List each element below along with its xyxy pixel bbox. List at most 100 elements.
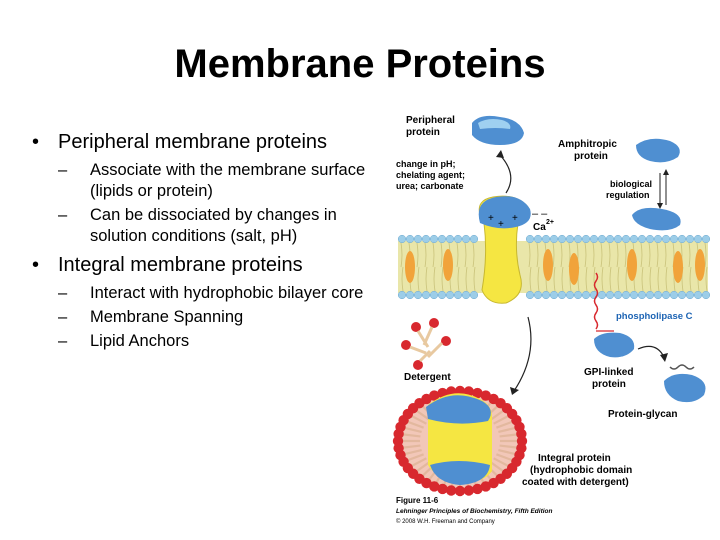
gpi-protein [594,332,635,358]
regulation-label-1: biological [610,179,652,189]
gpi-label-2: protein [592,379,626,390]
detergent-arrow [513,316,532,392]
lipid-head [597,290,607,300]
micelle-protein-top [426,395,491,424]
lipid-head [573,234,583,244]
charge-plus-2: + [498,219,504,230]
protein-glycan [664,373,706,403]
lipid-head [557,290,567,300]
lipid-head [701,290,711,300]
dissociation-arrow [499,154,512,194]
detergent-molecules [401,318,451,370]
lipid-head [605,234,615,244]
spanning-protein-top [478,196,531,229]
regulation-arrowhead-down [657,203,663,209]
membrane-sterol [569,253,579,285]
lipid-head [461,234,471,244]
detergent-head [472,483,483,495]
glycan-chain [669,364,695,370]
glycan-label: Protein-glycan [608,409,677,420]
regulation-label-2: regulation [606,190,650,200]
lipid-head [533,234,543,244]
lipid-head [397,290,407,300]
lipid-head [637,234,647,244]
lipid-head [533,290,543,300]
membrane-sterol [695,249,705,281]
lipid-head [613,290,623,300]
detergent-head [437,483,448,495]
regulation-arrows [659,173,667,205]
lipid-bilayer [397,234,711,300]
amphitropic-label-1: Amphitropic [558,139,617,150]
lipid-head [629,290,639,300]
lipid-head [661,234,671,244]
charge-plus-1: + [488,213,494,224]
lipid-head [581,234,591,244]
lipid-head [445,234,455,244]
figure-number: Figure 11-6 [396,496,439,505]
lipid-head [581,290,591,300]
detergent-head [454,485,466,497]
sub-bullet-anchors: Lipid Anchors [58,331,380,352]
micelle-protein-bottom [430,461,490,485]
gpi-label-1: GPI-linked [584,367,633,378]
membrane-sterol [673,251,683,283]
conditions-label-3: urea; carbonate [396,181,464,191]
lipid-head [645,234,655,244]
lipid-head [613,234,623,244]
lipid-head [589,234,599,244]
amphitropic-label-2: protein [574,151,608,162]
dissociation-arrowhead [496,150,504,158]
phospholipase-label: phospholipase C [616,311,693,322]
lipid-head [421,234,431,244]
lipid-head [445,290,455,300]
lipid-head [437,234,447,244]
lipid-head [677,290,687,300]
glycan-arrow [637,345,665,358]
lipid-head [685,290,695,300]
sub-bullet-dissociate: Can be dissociated by changes in solutio… [58,205,380,247]
lipid-head [621,290,631,300]
membrane-sterol [627,249,637,281]
lipid-head [429,234,439,244]
detergent-head [488,477,499,489]
lipid-head [461,290,471,300]
lipid-head [453,234,463,244]
detergent-head [429,390,440,401]
detergent-head [421,393,432,405]
membrane-protein-figure: + + + – – Ca 2+ Peripheral protein chang… [392,115,711,525]
bullet-integral: Integral membrane proteins [30,253,380,277]
detergent-head [429,481,440,492]
detergent-head [480,390,491,401]
lipid-head [597,234,607,244]
charge-plus-3: + [512,213,518,224]
sub-bullet-spanning: Membrane Spanning [58,307,380,328]
lipid-head [637,290,647,300]
conditions-label-2: chelating agent; [396,170,465,180]
sub-bullet-associate: Associate with the membrane surface (lip… [58,160,380,202]
detergent-head [472,387,483,399]
regulation-arrowhead-up [663,169,669,175]
lipid-head [405,234,415,244]
book-title: Lehninger Principles of Biochemistry, Fi… [396,508,553,515]
membrane-sterol [405,251,415,283]
detergent-head [480,481,491,492]
integral-label-1: Integral protein [538,453,611,464]
lipid-head [661,290,671,300]
lipid-head [605,290,615,300]
peripheral-protein-highlight [478,119,511,129]
lipid-head [549,234,559,244]
lipid-head [549,290,559,300]
lipid-head [669,290,679,300]
peripheral-label-2: protein [406,127,440,138]
lipid-head [645,290,655,300]
lipid-head [621,234,631,244]
lipid-head [677,234,687,244]
lipid-head [525,290,535,300]
lipid-head [421,290,431,300]
lipid-head [413,234,423,244]
lipid-head [653,290,663,300]
detergent-arrowhead [510,387,519,395]
lipid-head [685,234,695,244]
lipid-head [397,234,407,244]
